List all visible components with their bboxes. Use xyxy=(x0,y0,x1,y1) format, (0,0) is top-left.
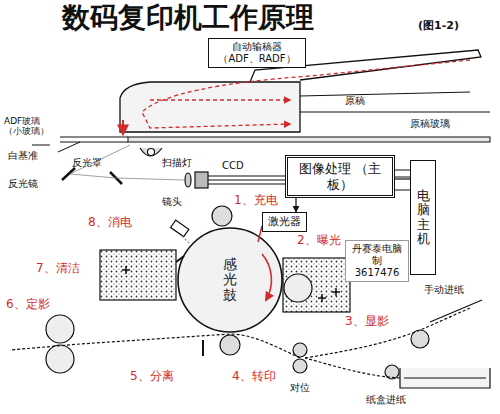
process-step-label: 6、定影 xyxy=(6,298,50,312)
host-box: 电脑主机 xyxy=(410,160,436,275)
node-text: 丹赛泰电脑制 xyxy=(349,243,405,267)
process-step-label: 7、清洁 xyxy=(36,262,80,276)
node-text: 图像处理 （主板） xyxy=(291,161,389,192)
process-step-label: 3、显影 xyxy=(345,315,389,329)
part-label: 扫描灯 xyxy=(162,157,192,169)
part-label: CCD xyxy=(222,160,244,172)
process-step-label: 1、充电 xyxy=(234,194,278,208)
part-label: (图1-2) xyxy=(418,20,459,33)
process-step-label: 5、分离 xyxy=(130,370,174,384)
part-label: 手动进纸 xyxy=(424,284,464,296)
part-label: 白基准 xyxy=(8,150,38,162)
feeder-label-box: 自动输稿器（ADF、RADF） xyxy=(208,38,306,68)
node-text: 感光鼓 xyxy=(223,257,237,303)
part-label: 原稿 xyxy=(345,95,365,107)
node-text: 激光器 xyxy=(268,215,301,228)
node-text: 3617476 xyxy=(355,267,400,279)
process-box: 图像处理 （主板） xyxy=(285,155,395,198)
part-label: 原稿玻璃 xyxy=(410,118,450,130)
part-label: 对位 xyxy=(290,382,310,394)
laser-box: 激光器 xyxy=(262,212,307,232)
connector xyxy=(395,178,410,179)
part-label: 反光镜 xyxy=(8,178,38,190)
watermark-box: 丹赛泰电脑制3617476 xyxy=(345,240,409,282)
node-text: 自动输稿器（ADF、RADF） xyxy=(212,41,302,65)
part-label: 反光罩 xyxy=(72,157,102,169)
diagram-title: 数码复印机工作原理 xyxy=(62,2,314,34)
part-label: ADF玻璃 （小玻璃） xyxy=(4,116,58,137)
node-text: 电脑主机 xyxy=(417,189,430,246)
process-step-label: 2、曝光 xyxy=(297,234,341,248)
scanner-optics xyxy=(62,145,285,188)
process-step-label: 8、消电 xyxy=(88,216,132,230)
bus-wires xyxy=(395,170,410,190)
document-glass xyxy=(32,137,490,152)
part-label: 纸盒进纸 xyxy=(366,394,406,406)
connector xyxy=(295,198,296,212)
drum-circle: 感光鼓 xyxy=(178,228,282,332)
part-label: 镜头 xyxy=(162,196,182,208)
process-step-label: 4、转印 xyxy=(232,370,276,384)
